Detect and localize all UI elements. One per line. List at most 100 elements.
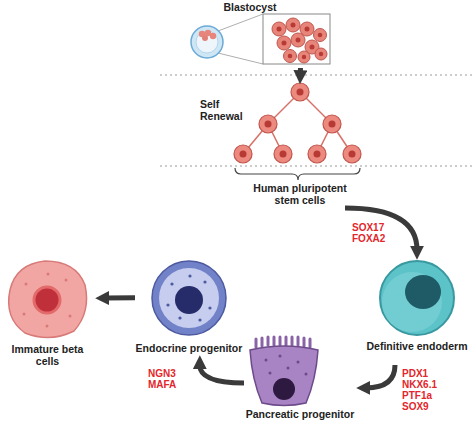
pancreatic-cell: [305, 373, 308, 376]
endoderm-cell: [405, 275, 441, 309]
endoderm-cell: [380, 261, 454, 335]
cell-node: Pancreatic progenitor: [244, 334, 356, 432]
cell-label: Blastocyst: [210, 1, 290, 13]
zoomed-nuclei: [291, 23, 296, 28]
stem-cell: [323, 115, 341, 133]
cell-label: Human pluripotent stem cells: [245, 182, 355, 206]
endocrine-cell: [208, 306, 211, 309]
pancreatic-cell: [267, 337, 270, 345]
pancreatic-cell: [285, 337, 288, 345]
brace: [235, 168, 360, 180]
pancreatic-cell: [291, 337, 294, 345]
blastocyst-drawing: [218, 14, 263, 31]
zoomed-nuclei: [310, 45, 315, 50]
pancreatic-cell: [265, 359, 268, 362]
pancreatic-cell: [297, 337, 300, 345]
stem-cell: [291, 83, 309, 101]
beta-cell: [47, 273, 50, 276]
blastocyst-drawing: [202, 35, 208, 41]
endocrine-cell: [152, 261, 226, 335]
stem-cell: [259, 115, 277, 133]
zoomed-nuclei: [277, 27, 282, 32]
stem-cell: [308, 145, 326, 163]
pancreatic-cell: [255, 339, 258, 347]
endocrine-cell: [166, 303, 169, 306]
cell-node: Endocrine progenitor: [135, 258, 243, 355]
zoomed-nuclei: [319, 52, 323, 56]
flow-arrow: [200, 365, 244, 383]
marker-genes: PDX1 NKX6.1 PTF1a SOX9: [402, 368, 437, 412]
endocrine-cell: [188, 274, 191, 277]
pancreatic-cell: [250, 346, 318, 406]
zoomed-nuclei: [305, 27, 310, 32]
zoomed-cells: [286, 18, 300, 32]
pancreatic-cell: [261, 338, 264, 346]
cell-label: Definitive endoderm: [362, 340, 472, 352]
beta-cell: [9, 261, 87, 338]
beta-cell: [65, 279, 68, 282]
zoomed-nuclei: [318, 33, 323, 38]
stem-cell-group: Human pluripotent stem cells: [225, 84, 375, 208]
cell-node: Immature beta cells: [0, 255, 95, 375]
pancreatic-cell: [279, 355, 282, 358]
endocrine-cell: [152, 261, 226, 335]
beta-cell: [69, 315, 72, 318]
beta-cell: [9, 261, 87, 338]
beta-cell: [34, 287, 60, 313]
pancreatic-cell: [273, 378, 295, 400]
pancreatic-cell: [287, 367, 290, 370]
cell-label: Immature beta cells: [5, 343, 90, 367]
separator-line: [160, 166, 474, 167]
beta-cell: [23, 313, 26, 316]
stem-cell: [274, 145, 292, 163]
zoomed-cells: [277, 36, 291, 50]
blastocyst-drawing: [263, 14, 330, 64]
stem-cell: [343, 145, 361, 163]
stem-cell-nucleus: [349, 151, 356, 158]
pancreatic-cell: [273, 337, 276, 345]
beta-cell: [46, 325, 49, 328]
stem-cell-nucleus: [240, 151, 247, 158]
blastocyst-node: Blastocyst: [185, 0, 335, 68]
endocrine-cell: [159, 268, 219, 328]
pancreatic-cell: [297, 361, 300, 364]
marker-genes: SOX17 FOXA2: [352, 222, 385, 244]
pancreatic-cell: [303, 338, 306, 346]
zoomed-nuclei: [277, 23, 324, 60]
zoomed-cells: [315, 48, 327, 60]
separator-line: [160, 75, 474, 76]
stem-cell-nucleus: [297, 89, 304, 96]
zoomed-nuclei: [296, 38, 301, 43]
flow-arrow: [345, 208, 417, 250]
zoomed-nuclei: [302, 55, 306, 59]
endocrine-cell: [166, 274, 211, 321]
separator-line: [160, 75, 474, 166]
stem-cell: [234, 145, 252, 163]
zoomed-cells: [272, 18, 327, 63]
pancreatic-cell: [269, 372, 272, 375]
endocrine-cell: [198, 318, 201, 321]
stem-cell-nucleus: [240, 89, 356, 158]
endocrine-cell: [170, 282, 173, 285]
lineage-line: [243, 92, 352, 154]
stem-cell-nucleus: [280, 151, 287, 158]
zoomed-nuclei: [288, 54, 293, 59]
endoderm-cell: [382, 272, 442, 332]
blastocyst-drawing: [191, 14, 330, 64]
blastocyst-drawing: [210, 33, 216, 39]
zoomed-cells: [272, 22, 286, 36]
cell-label: Pancreatic progenitor: [244, 408, 356, 420]
marker-genes: NGN3 MAFA: [148, 368, 176, 390]
process-label: Self Renewal: [200, 98, 243, 122]
beta-cell: [23, 273, 72, 328]
flow-arrow: [366, 365, 395, 388]
stem-cell: [234, 83, 361, 163]
stem-cell-nucleus: [265, 121, 272, 128]
stem-cell-nucleus: [314, 151, 321, 158]
flow-arrow: [298, 68, 303, 74]
blastocyst-drawing: [191, 26, 223, 58]
pancreatic-cell: [279, 337, 282, 345]
pancreatic-cell: [309, 339, 312, 347]
